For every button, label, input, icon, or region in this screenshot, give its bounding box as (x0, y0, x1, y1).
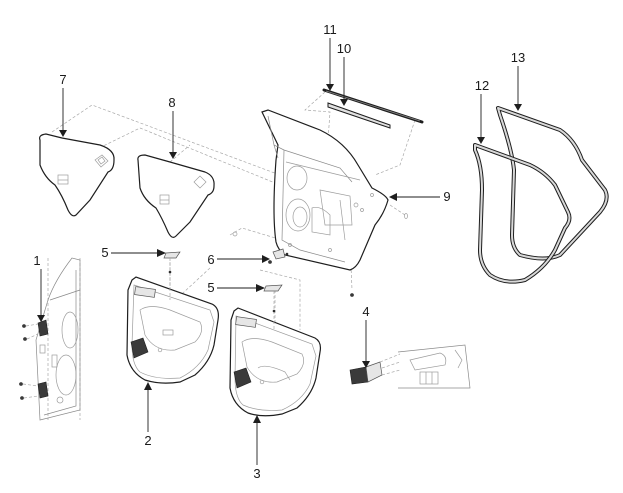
callout-label-11: 11 (323, 22, 337, 37)
callout-label-5a: 5 (101, 245, 108, 260)
callout-11: 11 (323, 22, 337, 91)
callout-label-6: 6 (207, 252, 214, 267)
part-outer-belt-weatherstrip (322, 88, 424, 124)
part-rear-door-panel (232, 109, 408, 297)
callout-label-4: 4 (362, 304, 369, 319)
callout-label-13: 13 (511, 50, 525, 65)
part-trim-clip-a (163, 251, 181, 300)
part-inner-belt-weatherstrip (327, 102, 391, 129)
callout-12: 12 (475, 78, 489, 144)
callout-label-7: 7 (59, 72, 66, 87)
callout-4: 4 (362, 304, 370, 368)
callout-13: 13 (511, 50, 525, 111)
part-power-window-switch (349, 344, 471, 389)
callout-3: 3 (253, 415, 261, 481)
callout-1: 1 (33, 253, 45, 322)
callout-label-5b: 5 (207, 280, 214, 295)
callout-label-12: 12 (475, 78, 489, 93)
callout-5b: 5 (207, 280, 265, 295)
callout-7: 7 (59, 72, 67, 137)
part-trim-clip-b (263, 284, 283, 330)
callout-label-10: 10 (337, 41, 351, 56)
callout-label-8: 8 (168, 95, 175, 110)
callout-10: 10 (337, 41, 351, 106)
callout-5a: 5 (101, 245, 166, 260)
part-door-hinge-assembly (19, 257, 81, 421)
part-fastener (268, 248, 289, 264)
part-body-side-weatherstrip (496, 106, 609, 261)
part-sealing-cover-b (137, 154, 215, 238)
callout-label-1: 1 (33, 253, 40, 268)
part-sealing-cover-a (39, 133, 115, 217)
callout-label-9: 9 (443, 189, 450, 204)
callout-label-3: 3 (253, 466, 260, 481)
callout-2: 2 (144, 382, 152, 448)
callout-9: 9 (389, 189, 451, 204)
part-trim-panel-a (126, 276, 219, 384)
callout-8: 8 (168, 95, 177, 159)
part-door-side-weatherstrip (473, 143, 572, 284)
part-trim-panel-b (229, 307, 322, 417)
callout-label-2: 2 (144, 433, 151, 448)
callout-6: 6 (207, 252, 270, 267)
